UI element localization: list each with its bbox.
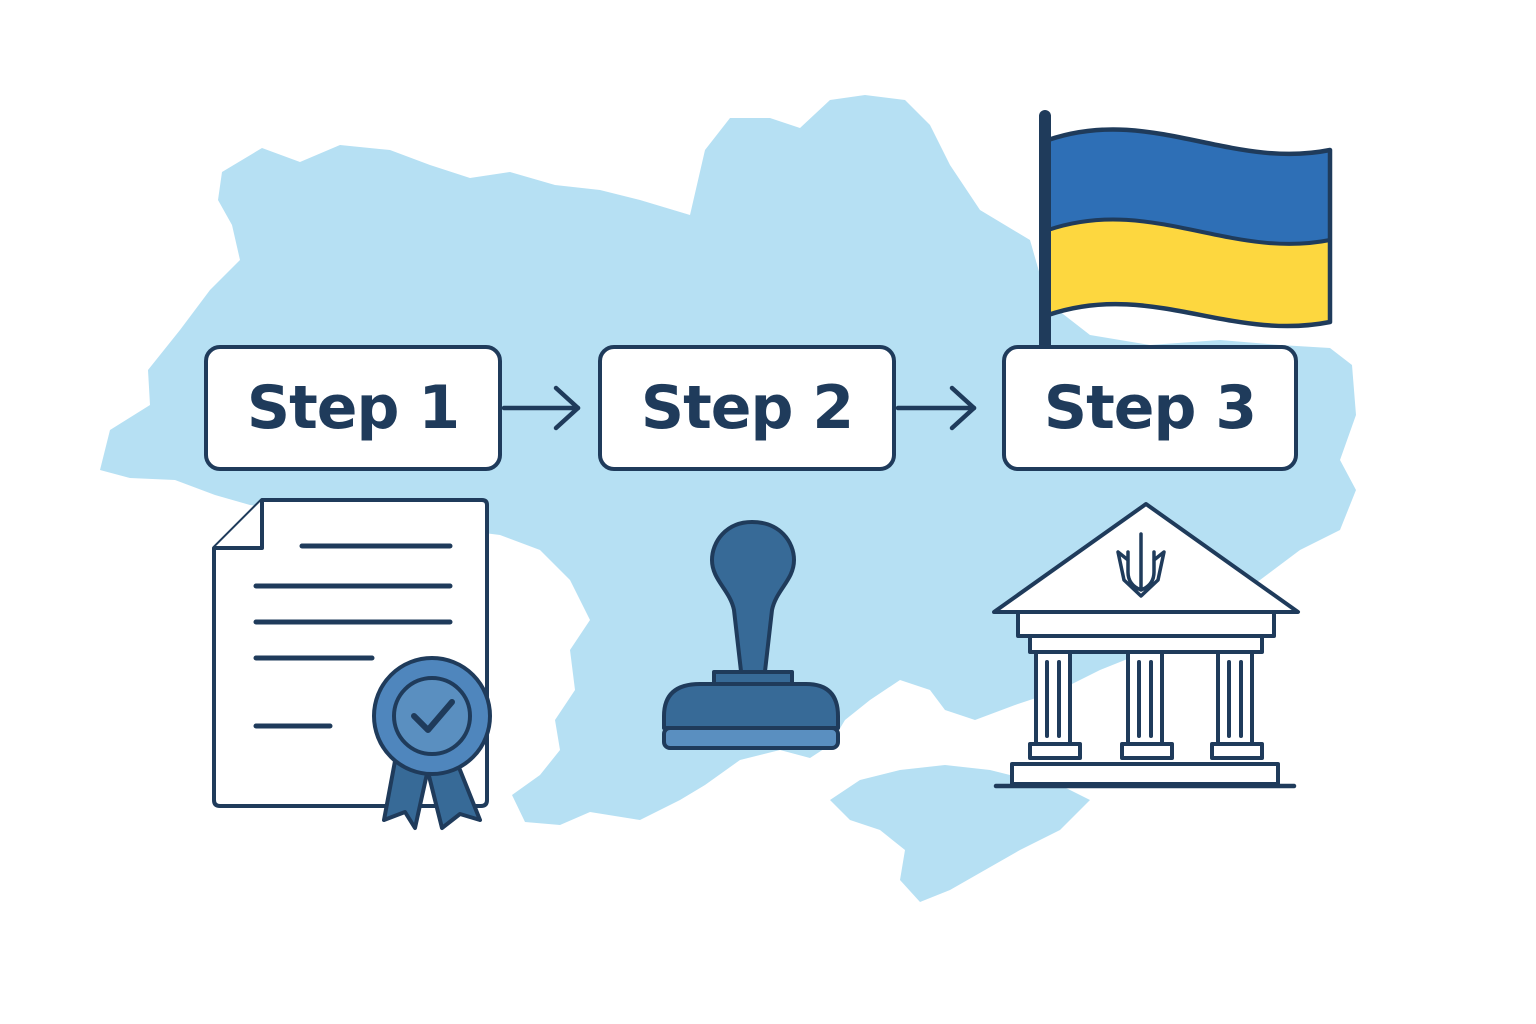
step-2-label: Step 2 [640, 373, 854, 443]
step-3-label: Step 3 [1043, 373, 1257, 443]
building-step-upper [1010, 762, 1280, 786]
stamp-base [662, 682, 840, 730]
flag-blue-stripe [1048, 129, 1330, 244]
flag-outline [1045, 127, 1333, 329]
column-bases [1028, 742, 1264, 760]
document-fold [214, 500, 264, 550]
flag-divider [1047, 217, 1331, 246]
rubber-stamp-icon [662, 520, 840, 750]
step-1-label: Step 1 [246, 373, 460, 443]
building-entablature [1016, 610, 1276, 638]
ukraine-flag-icon [1039, 110, 1333, 351]
stamp-pad [662, 726, 840, 750]
step-2-box: Step 2 [598, 345, 896, 471]
map-crimea [830, 765, 1090, 902]
arrow-step1-to-step2 [501, 385, 581, 431]
certificate-document-icon [212, 498, 492, 830]
government-building-icon [992, 502, 1300, 789]
building-columns [1034, 650, 1254, 746]
step-3-box: Step 3 [1002, 345, 1298, 471]
checkmark-icon [411, 699, 455, 733]
arrow-step2-to-step3 [895, 385, 977, 431]
step-1-box: Step 1 [204, 345, 502, 471]
document-text-lines [253, 543, 453, 729]
award-seal-inner [392, 676, 472, 756]
flag-yellow-stripe [1048, 219, 1330, 327]
trident-emblem-icon [1116, 532, 1166, 598]
building-frieze [1028, 634, 1264, 654]
